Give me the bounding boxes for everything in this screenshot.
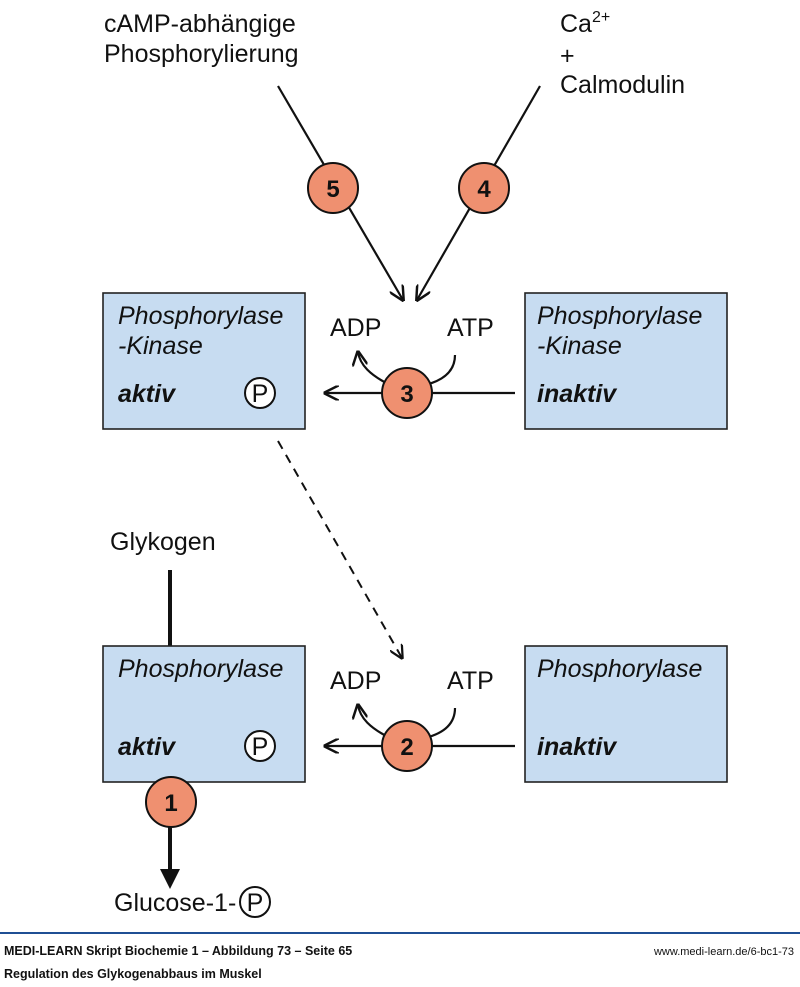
enzyme-5-circle (307, 162, 359, 214)
calcium-label: Ca2+ (560, 9, 610, 38)
kinase-active-name1: Phosphorylase (118, 302, 283, 330)
phosphorylase-phospho-label: P (252, 733, 269, 761)
footer-caption: Regulation des Glykogenabbaus im Muskel (4, 967, 262, 981)
camp-label-line2: Phosphorylierung (104, 40, 299, 68)
footer-rule (0, 932, 800, 934)
atp-label-2: ATP (447, 667, 494, 695)
footer-url[interactable]: www.medi-learn.de/6-bc1-73 (653, 946, 794, 958)
product-phospho-label: P (247, 889, 264, 917)
phosphate-icon (244, 377, 276, 409)
glycogen-label: Glykogen (110, 528, 216, 556)
enzyme-1-circle (145, 776, 197, 828)
phosphorylase-active-state: aktiv (118, 733, 177, 761)
enzyme-5-label: 5 (326, 176, 339, 203)
enzyme-4-circle (458, 162, 510, 214)
kinase-inactive-name1: Phosphorylase (537, 302, 702, 330)
adp-label-1: ADP (330, 314, 381, 342)
phosphate-icon (239, 886, 271, 918)
plus-label: + (560, 42, 575, 70)
kinase-catalysis-dashed-arrow (277, 440, 402, 658)
enzyme-2-circle (381, 720, 433, 772)
product-label: Glucose-1- (114, 889, 236, 917)
atp-label-1: ATP (447, 314, 494, 342)
enzyme-4-label: 4 (477, 176, 491, 203)
footer-source: MEDI-LEARN Skript Biochemie 1 – Abbildun… (4, 944, 353, 958)
kinase-active-name2: -Kinase (118, 332, 203, 360)
kinase-active-state: aktiv (118, 380, 177, 408)
kinase-inactive-state: inaktiv (537, 380, 618, 408)
phosphorylase-inactive-state: inaktiv (537, 733, 618, 761)
enzyme-1-label: 1 (164, 790, 177, 817)
kinase-inactive-box (524, 292, 728, 430)
kinase-inactive-name2: -Kinase (537, 332, 622, 360)
phosphorylase-inactive-box (524, 645, 728, 783)
phosphorylase-active-box (102, 645, 306, 783)
enzyme-2-label: 2 (400, 734, 413, 761)
adp-label-2: ADP (330, 667, 381, 695)
kinase-phospho-label: P (252, 380, 269, 408)
calmodulin-label: Calmodulin (560, 71, 685, 99)
kinase-active-box (102, 292, 306, 430)
phosphorylase-inactive-name: Phosphorylase (537, 655, 702, 683)
enzyme-3-label: 3 (400, 381, 413, 408)
phosphate-icon (244, 730, 276, 762)
camp-label-line1: cAMP-abhängige (104, 10, 296, 38)
phosphorylase-active-name: Phosphorylase (118, 655, 283, 683)
glycogen-regulation-diagram: cAMP-abhängige Phosphorylierung Ca2+ + C… (102, 9, 728, 918)
enzyme-3-circle (381, 367, 433, 419)
